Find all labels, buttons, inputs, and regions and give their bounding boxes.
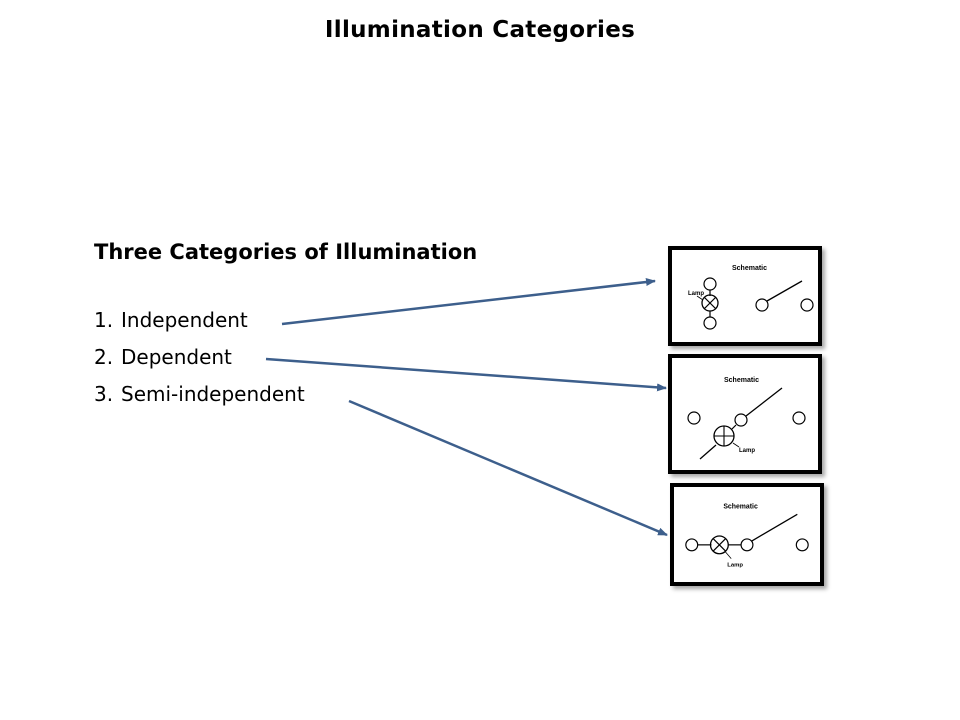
lamp-label: Lamp [739,448,755,454]
switch-icon [751,513,798,542]
schematic-heading: Schematic [732,265,767,272]
schematic-panel-semi-independent: Schematic Lamp [670,483,824,586]
arrow-independent [281,278,656,326]
schematic-heading: Schematic [723,503,758,510]
category-number: 3. [94,382,114,406]
schematic-stroke [724,551,732,559]
schematic-diagram: Schematic Lamp [687,377,806,460]
terminal-icon [755,298,769,312]
terminal-icon [795,538,809,552]
lamp-icon [709,535,729,555]
terminal-icon [800,298,814,312]
schematic-heading: Schematic [724,377,759,384]
category-number: 2. [94,345,114,369]
slide-title: Illumination Categories [324,17,636,43]
terminal-icon [792,411,806,425]
category-item-dependent: 2. Dependent [94,343,305,380]
category-item-semi-independent: 3. Semi-independent [94,380,305,417]
category-item-independent: 1. Independent [94,306,305,343]
schematic-panel-dependent: Schematic Lamp [668,354,822,474]
schematic-stroke [704,297,716,309]
schematic-stroke [699,444,717,460]
arrow-dependent [265,357,667,392]
lamp-icon [701,294,719,312]
terminal-icon [685,538,699,552]
category-label: Semi-independent [121,382,305,406]
arrow-semi-independent [348,399,668,537]
lamp-label: Lamp [727,563,743,569]
switch-icon [766,280,803,302]
lamp-icon [713,425,735,447]
category-label: Independent [121,308,248,332]
category-number: 1. [94,308,114,332]
category-list: 1. Independent 2. Dependent 3. Semi-inde… [94,306,305,417]
switch-icon [745,387,783,417]
terminal-icon [740,538,754,552]
subheading: Three Categories of Illumination [94,240,478,264]
schematic-stroke [731,424,737,430]
schematic-panel-independent: Schematic Lamp [668,246,822,346]
terminal-icon [687,411,701,425]
schematic-stroke [713,538,726,552]
schematic-stroke [696,295,704,301]
lamp-label: Lamp [688,291,704,297]
terminal-icon [703,277,717,291]
schematic-diagram: Schematic Lamp [688,265,814,330]
terminal-icon [703,316,717,330]
schematic-stroke [732,442,740,448]
schematic-diagram: Schematic Lamp [685,503,809,569]
terminal-icon [734,413,748,427]
category-label: Dependent [121,345,232,369]
